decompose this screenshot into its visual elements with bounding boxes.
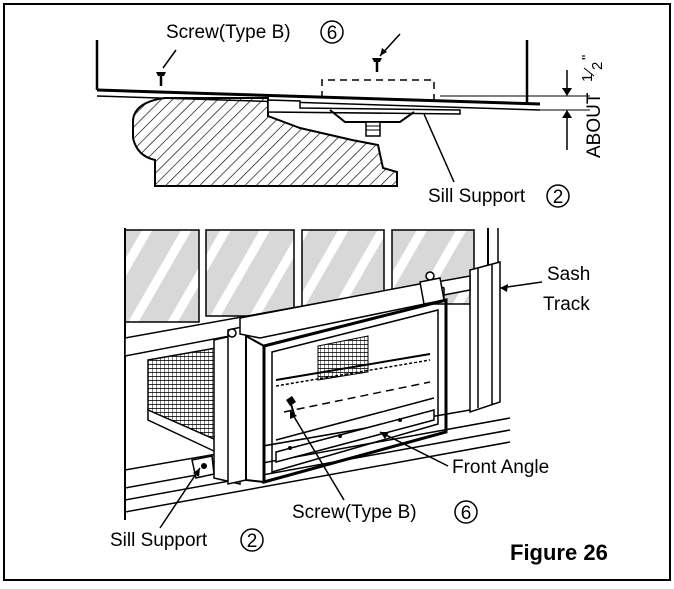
half-numerator: 1 xyxy=(579,74,596,82)
sill-support-top-number: 2 xyxy=(553,187,564,208)
inch-mark: " xyxy=(579,55,596,60)
figure-border xyxy=(3,3,671,581)
screw-icon xyxy=(286,396,296,415)
screw-bottom-label: Screw(Type B) xyxy=(292,502,417,523)
sill-support-bottom-number: 2 xyxy=(247,531,258,552)
sill-support-bottom-label: Sill Support xyxy=(110,530,208,551)
screw-icon xyxy=(372,58,382,72)
bottom-perspective xyxy=(124,228,543,529)
screw-bottom-number: 6 xyxy=(461,503,472,524)
sill-support-top-label: Sill Support xyxy=(428,186,526,207)
top-cross-section xyxy=(95,33,590,187)
about-label: ABOUT xyxy=(584,92,605,158)
front-angle-label: Front Angle xyxy=(452,457,549,478)
screw-top-number: 6 xyxy=(327,23,338,44)
figure-caption: Figure 26 xyxy=(510,540,608,565)
sash-track-label-line2: Track xyxy=(543,294,590,315)
half-denominator: 2 xyxy=(589,62,606,70)
sash-track-label-line1: Sash xyxy=(547,264,590,285)
screw-top-label: Screw(Type B) xyxy=(166,22,291,43)
screw-icon xyxy=(156,72,166,86)
